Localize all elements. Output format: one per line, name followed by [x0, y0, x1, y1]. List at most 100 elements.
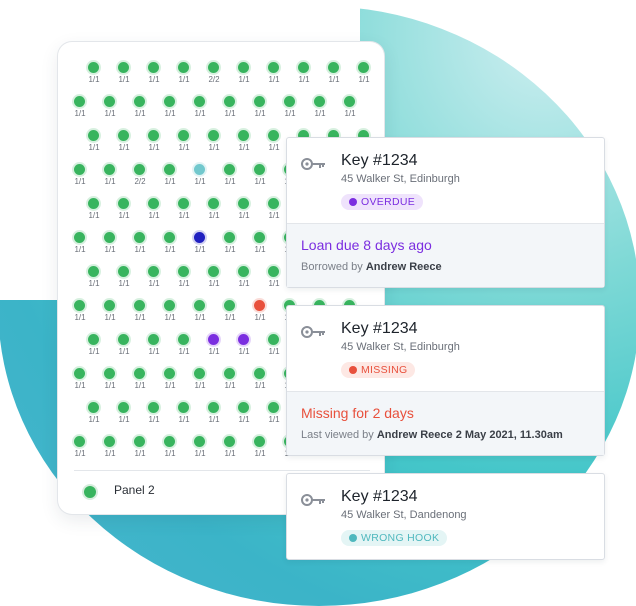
key-hook[interactable]: 1/1 [174, 130, 194, 156]
key-hook[interactable]: 1/1 [220, 232, 240, 258]
key-hook[interactable]: 1/1 [114, 62, 134, 88]
key-hook[interactable]: 1/1 [264, 266, 284, 292]
key-hook[interactable]: 2/2 [130, 164, 150, 190]
key-hook[interactable]: 1/1 [84, 198, 104, 224]
key-hook[interactable]: 1/1 [144, 62, 164, 88]
key-hook[interactable]: 1/1 [190, 164, 210, 190]
key-hook[interactable]: 1/1 [220, 96, 240, 122]
key-hook[interactable]: 1/1 [264, 130, 284, 156]
key-hook[interactable]: 1/1 [204, 334, 224, 360]
key-hook[interactable]: 1/1 [100, 368, 120, 394]
key-hook[interactable]: 1/1 [130, 96, 150, 122]
key-hook[interactable]: 1/1 [174, 334, 194, 360]
key-hook[interactable]: 2/2 [204, 62, 224, 88]
key-hook[interactable]: 1/1 [264, 198, 284, 224]
key-hook[interactable]: 1/1 [70, 436, 90, 462]
key-hook[interactable]: 1/1 [190, 96, 210, 122]
key-hook[interactable]: 1/1 [280, 96, 300, 122]
key-hook[interactable]: 1/1 [220, 368, 240, 394]
key-hook[interactable]: 1/1 [310, 96, 330, 122]
key-hook[interactable]: 1/1 [190, 300, 210, 326]
key-hook[interactable]: 1/1 [160, 368, 180, 394]
key-hook[interactable]: 1/1 [234, 334, 254, 360]
status-text: Missing for 2 days [301, 405, 414, 421]
key-hook[interactable]: 1/1 [144, 402, 164, 428]
key-hook[interactable]: 1/1 [264, 402, 284, 428]
key-hook[interactable]: 1/1 [130, 300, 150, 326]
key-hook[interactable]: 1/1 [114, 402, 134, 428]
key-hook[interactable]: 1/1 [144, 266, 164, 292]
key-hook[interactable]: 1/1 [70, 300, 90, 326]
key-hook[interactable]: 1/1 [174, 402, 194, 428]
key-hook[interactable]: 1/1 [250, 436, 270, 462]
key-hook[interactable]: 1/1 [70, 164, 90, 190]
key-hook[interactable]: 1/1 [220, 300, 240, 326]
key-hook[interactable]: 1/1 [190, 232, 210, 258]
key-hook[interactable]: 1/1 [234, 266, 254, 292]
key-hook[interactable]: 1/1 [234, 130, 254, 156]
key-hook[interactable]: 1/1 [84, 62, 104, 88]
key-hook[interactable]: 1/1 [100, 164, 120, 190]
hook-status-dot [268, 130, 279, 141]
key-hook[interactable]: 1/1 [114, 198, 134, 224]
key-hook[interactable]: 1/1 [250, 232, 270, 258]
key-hook[interactable]: 1/1 [144, 198, 164, 224]
key-hook[interactable]: 1/1 [100, 300, 120, 326]
key-hook[interactable]: 1/1 [250, 368, 270, 394]
key-hook[interactable]: 1/1 [70, 232, 90, 258]
key-hook[interactable]: 1/1 [220, 164, 240, 190]
key-hook[interactable]: 1/1 [234, 62, 254, 88]
key-hook[interactable]: 1/1 [250, 300, 270, 326]
hook-count-label: 1/1 [118, 347, 130, 356]
key-hook[interactable]: 1/1 [250, 96, 270, 122]
key-hook[interactable]: 1/1 [234, 198, 254, 224]
key-hook[interactable]: 1/1 [324, 62, 344, 88]
key-hook[interactable]: 1/1 [70, 368, 90, 394]
key-hook[interactable]: 1/1 [204, 198, 224, 224]
key-hook[interactable]: 1/1 [250, 164, 270, 190]
key-hook[interactable]: 1/1 [190, 436, 210, 462]
key-hook[interactable]: 1/1 [220, 436, 240, 462]
key-hook[interactable]: 1/1 [144, 334, 164, 360]
key-hook[interactable]: 1/1 [84, 334, 104, 360]
key-hook[interactable]: 1/1 [204, 402, 224, 428]
key-hook[interactable]: 1/1 [160, 300, 180, 326]
key-hook[interactable]: 1/1 [130, 436, 150, 462]
key-hook[interactable]: 1/1 [294, 62, 314, 88]
key-hook[interactable]: 1/1 [160, 164, 180, 190]
key-hook[interactable]: 1/1 [100, 232, 120, 258]
key-hook[interactable]: 1/1 [100, 96, 120, 122]
key-hook[interactable]: 1/1 [264, 62, 284, 88]
key-card-overdue[interactable]: Key #1234 45 Walker St, Edinburgh OVERDU… [286, 137, 605, 288]
key-hook[interactable]: 1/1 [190, 368, 210, 394]
key-hook[interactable]: 1/1 [234, 402, 254, 428]
key-hook[interactable]: 1/1 [144, 130, 164, 156]
key-hook[interactable]: 1/1 [174, 198, 194, 224]
key-hook[interactable]: 1/1 [100, 436, 120, 462]
key-hook[interactable]: 1/1 [264, 334, 284, 360]
hook-status-dot [328, 62, 339, 73]
key-hook[interactable]: 1/1 [114, 130, 134, 156]
hook-count-label: 1/1 [224, 245, 236, 254]
key-hook[interactable]: 1/1 [130, 368, 150, 394]
key-hook[interactable]: 1/1 [160, 436, 180, 462]
key-hook[interactable]: 1/1 [114, 266, 134, 292]
key-hook[interactable]: 1/1 [340, 96, 360, 122]
key-hook[interactable]: 1/1 [84, 402, 104, 428]
key-hook[interactable]: 1/1 [70, 96, 90, 122]
key-hook[interactable]: 1/1 [174, 266, 194, 292]
key-hook[interactable]: 1/1 [114, 334, 134, 360]
key-hook[interactable]: 1/1 [84, 130, 104, 156]
key-hook[interactable]: 1/1 [84, 266, 104, 292]
hook-count-label: 1/1 [268, 279, 280, 288]
hook-count-label: 1/1 [268, 211, 280, 220]
key-hook[interactable]: 1/1 [354, 62, 374, 88]
key-card-wrong-hook[interactable]: Key #1234 45 Walker St, Dandenong WRONG … [286, 473, 605, 560]
key-hook[interactable]: 1/1 [130, 232, 150, 258]
key-hook[interactable]: 1/1 [160, 232, 180, 258]
key-card-missing[interactable]: Key #1234 45 Walker St, Edinburgh MISSIN… [286, 305, 605, 456]
key-hook[interactable]: 1/1 [174, 62, 194, 88]
key-hook[interactable]: 1/1 [204, 266, 224, 292]
key-hook[interactable]: 1/1 [204, 130, 224, 156]
key-hook[interactable]: 1/1 [160, 96, 180, 122]
